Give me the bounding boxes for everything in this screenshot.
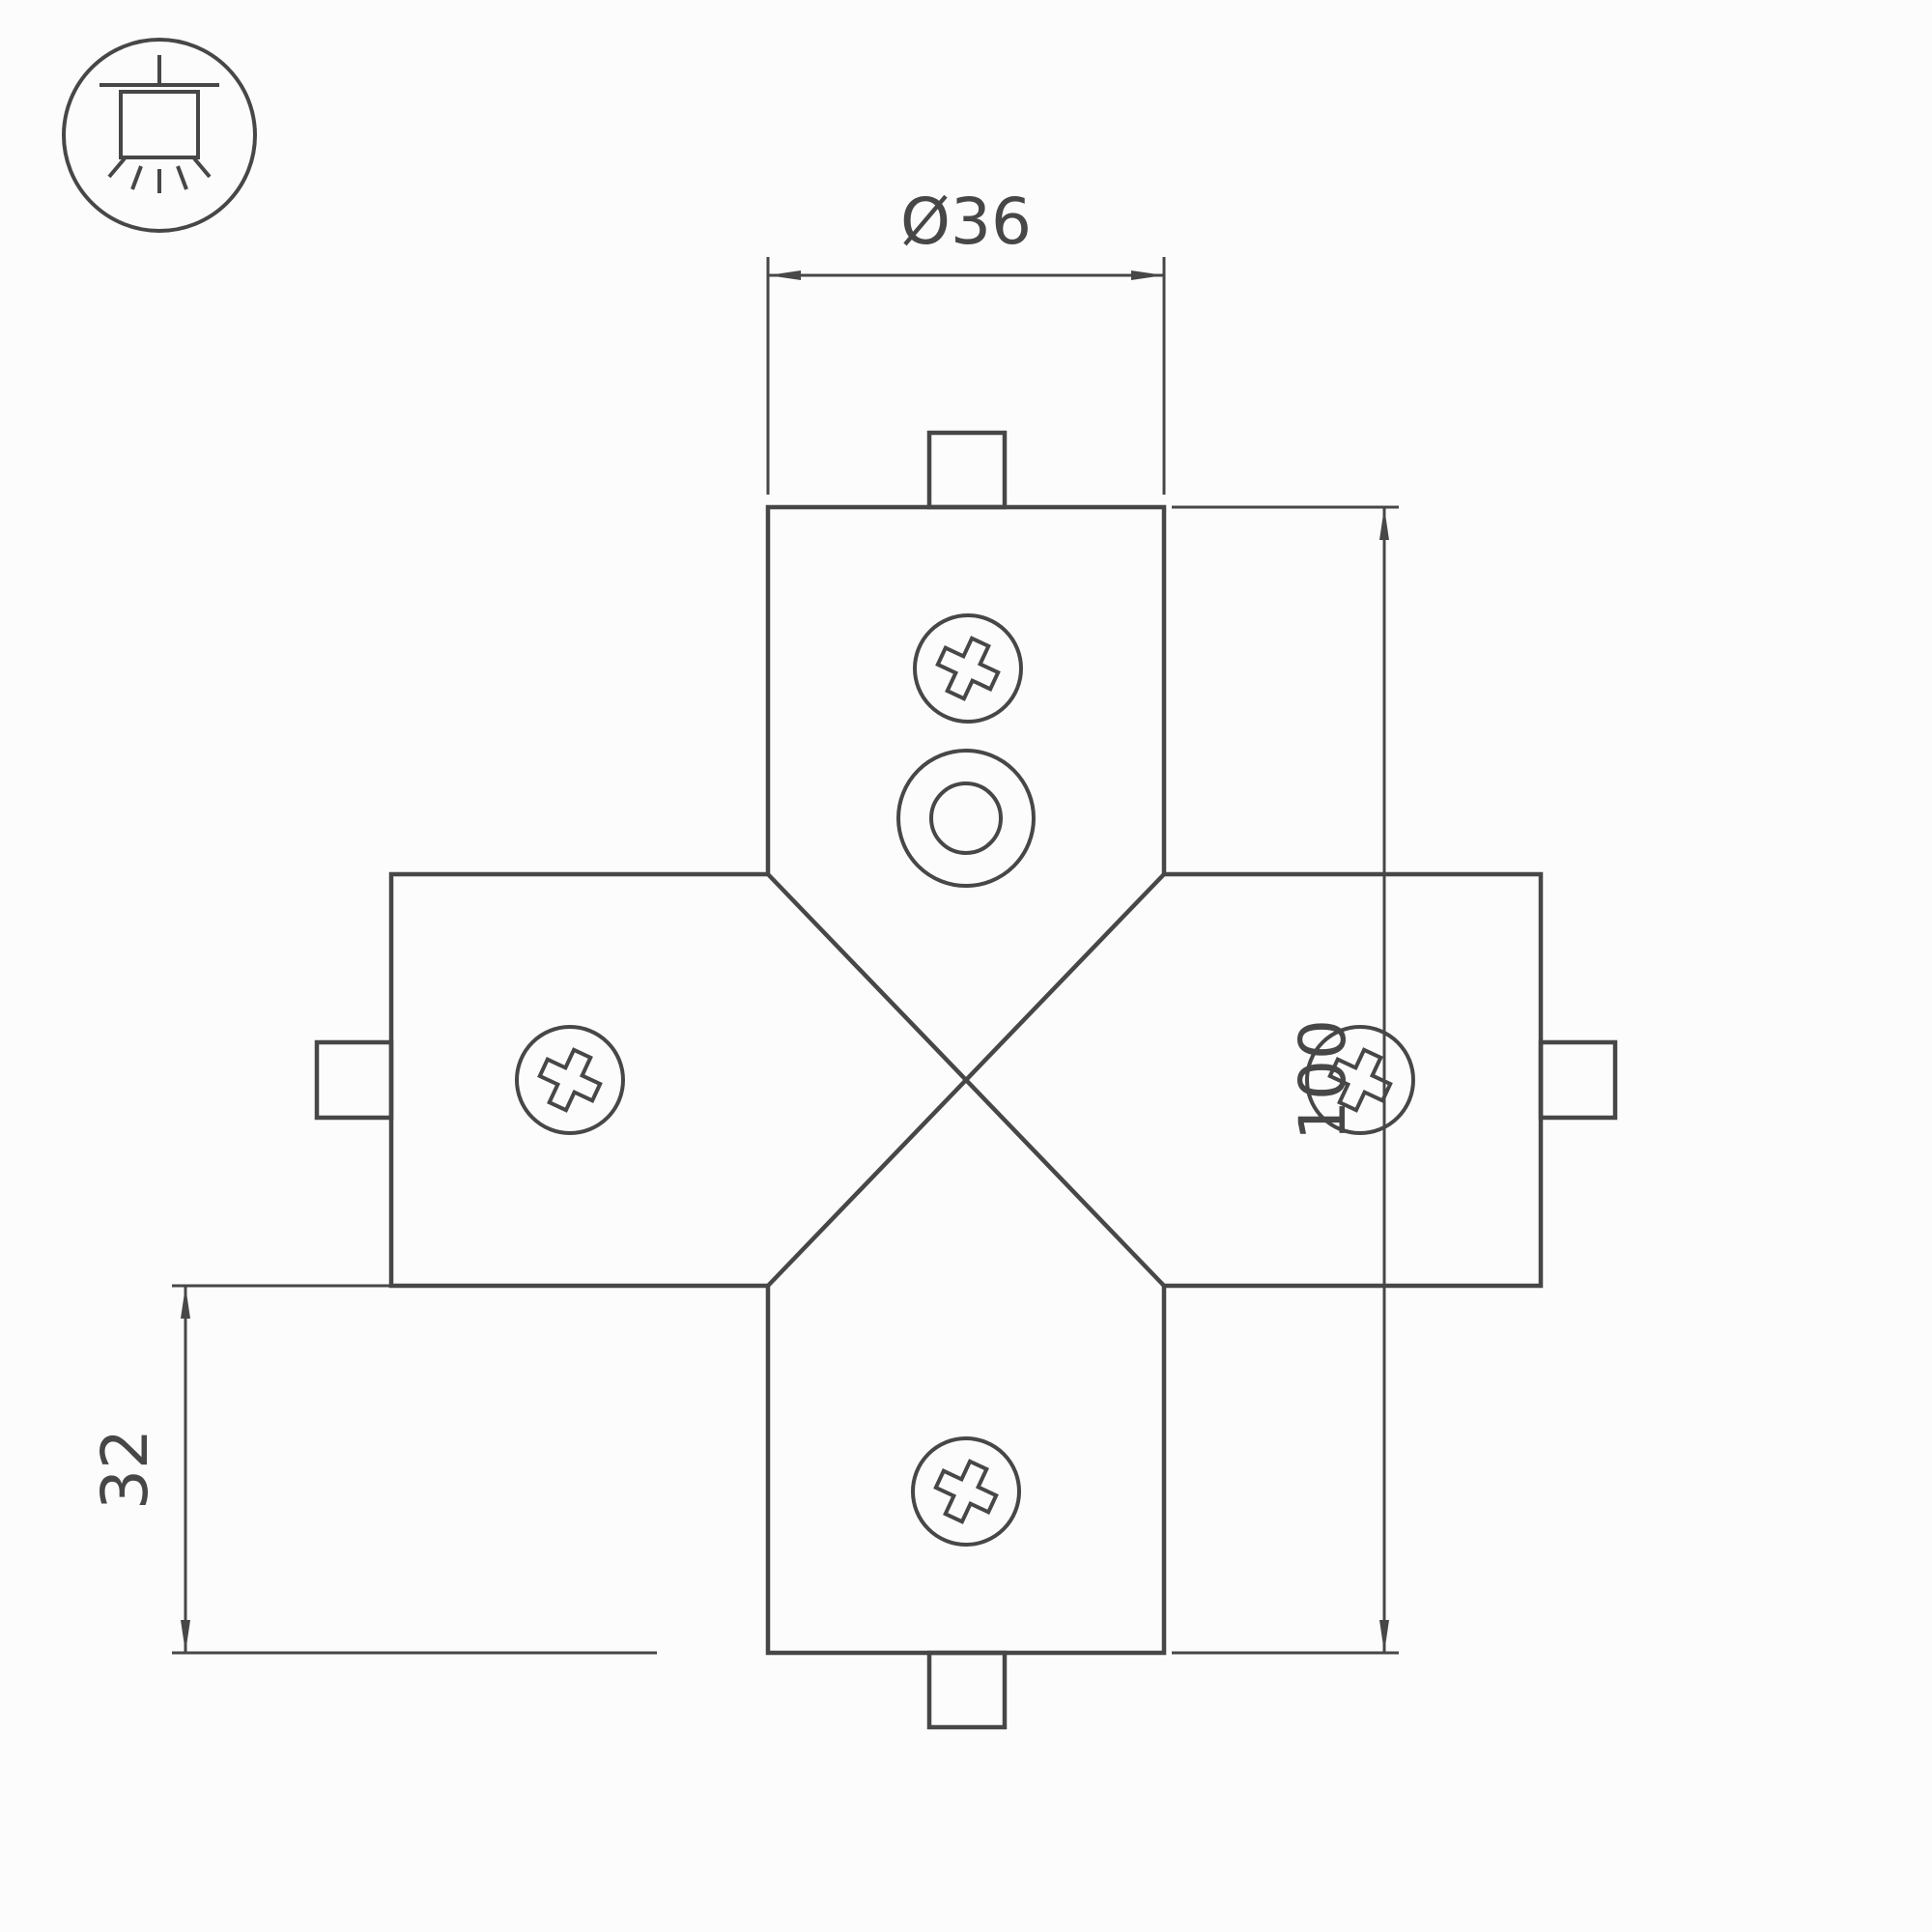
dimension-label-height: 100	[1286, 1019, 1360, 1141]
mounting-tab-left	[314, 1039, 394, 1121]
mounting-tab-bottom	[926, 1650, 1008, 1730]
screw-top-arm	[913, 613, 1023, 724]
dimension-bottom-offset: 32	[88, 1284, 657, 1655]
dimension-label-diameter: Ø36	[900, 185, 1032, 259]
mounting-tab-top	[926, 430, 1008, 510]
mounting-tab-right	[1538, 1039, 1618, 1121]
center-diagonals	[766, 872, 1166, 1288]
pilot-hole	[896, 749, 1036, 888]
icon-light-rays	[107, 156, 212, 193]
screw-bottom-arm	[911, 1436, 1021, 1547]
dimension-top-width: Ø36	[766, 185, 1166, 495]
screw-left-arm	[515, 1025, 625, 1135]
cross-connector-body	[314, 430, 1618, 1730]
icon-circle-border	[62, 38, 257, 233]
icon-lamp-body	[119, 90, 200, 159]
pendant-light-icon	[62, 38, 257, 233]
dimension-label-offset: 32	[88, 1429, 162, 1510]
dimension-overall-height: 100	[1172, 505, 1399, 1655]
